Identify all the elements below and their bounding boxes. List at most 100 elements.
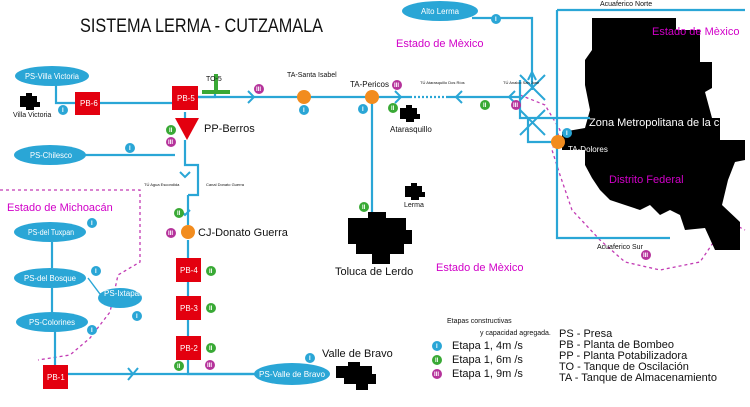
svg-text:PS-Colorines: PS-Colorines	[29, 318, 75, 327]
tank-pericos[interactable]: TA-Pericos	[350, 80, 389, 104]
svg-text:III: III	[434, 372, 439, 378]
svg-text:I: I	[136, 314, 138, 320]
city-valle-bravo-icon: Valle de Bravo	[322, 348, 393, 390]
presa-bosque[interactable]: PS-del Bosque	[14, 268, 86, 288]
presa-tuxpan[interactable]: PS-del Tuxpan	[14, 222, 86, 242]
state-mexico-bottom: Estado de Mèxico	[436, 262, 523, 274]
svg-text:PB-5: PB-5	[177, 94, 195, 103]
stage-ii-icon: II	[174, 361, 184, 371]
legend: Etapas constructivas y capacidad agregad…	[432, 318, 717, 384]
stage-i-icon: I	[58, 105, 68, 115]
svg-text:TA-Santa Isabel: TA-Santa Isabel	[287, 72, 337, 79]
svg-text:I: I	[309, 356, 311, 362]
tunnel-analco-label: TÚ Analco San José	[503, 80, 540, 85]
metro-area-shape	[562, 18, 745, 250]
stage-iii-icon: III	[205, 360, 215, 370]
svg-text:I: I	[91, 328, 93, 334]
stage-i-icon: I	[91, 266, 101, 276]
legend-abbrev-pp: PP - Planta Potabilizadora	[559, 350, 688, 362]
stage-icons: I I III I III I II II III I II III I II …	[58, 14, 651, 371]
michoacan-border	[0, 189, 141, 361]
stage-i-icon: I	[132, 311, 142, 321]
svg-text:Etapa 1, 9m /s: Etapa 1, 9m /s	[452, 368, 523, 380]
legend-abbrev-ta: TA - Tanque de Almacenamiento	[559, 372, 717, 384]
stage-ii-icon: II	[480, 100, 490, 110]
city-atarasquillo-icon: Atarasquillo	[390, 105, 432, 134]
city-toluca-icon: Toluca de Lerdo	[335, 212, 413, 278]
svg-text:TA-Dolores: TA-Dolores	[568, 145, 608, 154]
tank-santa-isabel[interactable]: TA-Santa Isabel	[287, 72, 337, 104]
svg-text:PB-4: PB-4	[180, 266, 198, 275]
svg-text:III: III	[207, 363, 212, 369]
svg-text:II: II	[483, 103, 487, 109]
tank-to5[interactable]: TO-5	[202, 74, 230, 94]
presa-ixtapan[interactable]: PS-Ixtapan del Oro	[98, 288, 173, 308]
aqueduct-sur-label: Acuaferico Sur	[597, 244, 644, 251]
pump-pb4[interactable]: PB-4	[176, 258, 201, 282]
svg-text:III: III	[256, 87, 261, 93]
city-lerma-icon: Lerma	[404, 183, 425, 209]
svg-text:II: II	[209, 346, 213, 352]
stage-i-icon: I	[125, 143, 135, 153]
svg-text:III: III	[513, 103, 518, 109]
tunnel-agua-escondida-label: TÚ Agua Escondida	[144, 182, 180, 187]
arrow-east-2	[394, 90, 403, 104]
svg-text:II: II	[177, 364, 181, 370]
stage-ii-icon: II	[206, 343, 216, 353]
state-mexico-right: Estado de Mèxico	[652, 26, 739, 38]
svg-text:Alto Lerma: Alto Lerma	[421, 7, 460, 16]
svg-text:I: I	[95, 269, 97, 275]
svg-text:I: I	[303, 108, 305, 114]
stage-iii-icon: III	[641, 250, 651, 260]
svg-text:I: I	[362, 107, 364, 113]
tank-donato-guerra[interactable]: CJ-Donato Guerra	[181, 225, 289, 239]
svg-text:I: I	[62, 108, 64, 114]
stage-ii-icon: II	[388, 103, 398, 113]
svg-text:Valle de Bravo: Valle de Bravo	[322, 348, 393, 360]
legend-abbrev-to: TO - Tanque de Oscilación	[559, 361, 689, 373]
pump-pb5[interactable]: PB-5	[172, 86, 198, 110]
svg-text:Villa Victoria: Villa Victoria	[13, 112, 51, 119]
state-distrito-federal: Distrito Federal	[609, 174, 684, 186]
legend-etapa2: II Etapa 1, 6m /s	[432, 354, 523, 366]
presa-chilesco[interactable]: PS-Chilesco	[14, 145, 86, 165]
svg-text:I: I	[495, 17, 497, 23]
arrow-south-2	[179, 171, 191, 179]
stage-i-icon: I	[87, 325, 97, 335]
arrow-flow-pb1	[127, 367, 139, 381]
svg-text:I: I	[91, 221, 93, 227]
pump-pb1[interactable]: PB-1	[43, 365, 68, 389]
presa-villa-victoria[interactable]: PS-Villa Victoria	[15, 66, 89, 86]
svg-text:I: I	[566, 131, 568, 137]
svg-text:II: II	[209, 269, 213, 275]
stage-ii-icon: II	[174, 208, 184, 218]
presa-valle-bravo[interactable]: PS-Valle de Bravo	[254, 363, 330, 385]
page-title: SISTEMA LERMA - CUTZAMALA	[80, 16, 323, 37]
plant-pp-berros[interactable]: PP-Berros	[175, 118, 255, 140]
svg-text:CJ-Donato Guerra: CJ-Donato Guerra	[198, 227, 289, 239]
stage-iii-icon: III	[166, 228, 176, 238]
pump-pb3[interactable]: PB-3	[176, 296, 201, 320]
svg-text:PB-6: PB-6	[80, 99, 98, 108]
tunnel-atarasquillo-label: TÚ Atarasquillo Dos Ríos	[420, 80, 465, 85]
pump-pb6[interactable]: PB-6	[75, 92, 100, 115]
svg-text:Atarasquillo: Atarasquillo	[390, 125, 432, 134]
presa-ixtapan-label: PS-Ixtapan del Oro	[104, 289, 173, 298]
stage-i-icon: I	[358, 104, 368, 114]
state-mexico-top: Estado de Mèxico	[396, 38, 483, 50]
tank-dolores[interactable]: TA-Dolores	[551, 135, 608, 154]
pump-pb2[interactable]: PB-2	[176, 336, 201, 360]
presa-colorines[interactable]: PS-Colorines	[16, 312, 88, 332]
svg-text:Etapa 1, 4m /s: Etapa 1, 4m /s	[452, 340, 523, 352]
arrow-cross-1	[519, 74, 546, 101]
stage-i-icon: I	[299, 105, 309, 115]
svg-text:PS-del Bosque: PS-del Bosque	[24, 274, 77, 283]
svg-text:II: II	[362, 205, 366, 211]
presa-alto-lerma[interactable]: Alto Lerma	[402, 1, 478, 21]
svg-text:II: II	[177, 211, 181, 217]
stage-i-icon: I	[491, 14, 501, 24]
svg-text:TO-5: TO-5	[206, 76, 222, 83]
arrow-cross-2	[519, 109, 546, 136]
arrow-west-1	[454, 90, 463, 104]
